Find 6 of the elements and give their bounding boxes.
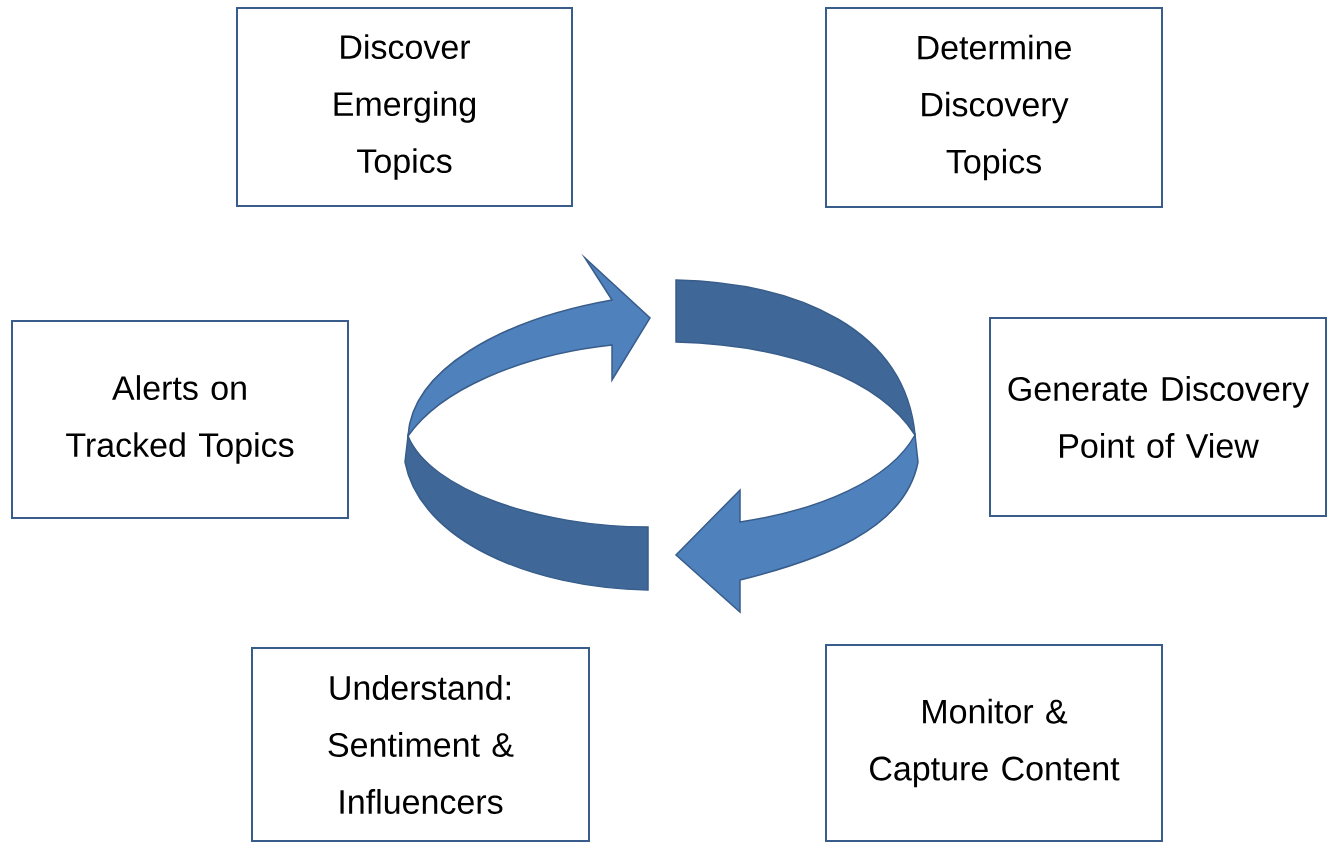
step-box: Discover Emerging Topics [236, 7, 573, 207]
step-box: Determine Discovery Topics [825, 7, 1163, 208]
step-box: Alerts on Tracked Topics [11, 320, 349, 519]
step-box: Monitor & Capture Content [825, 644, 1163, 842]
step-box: Generate Discovery Point of View [989, 317, 1327, 517]
step-box: Understand: Sentiment & Influencers [251, 647, 590, 842]
